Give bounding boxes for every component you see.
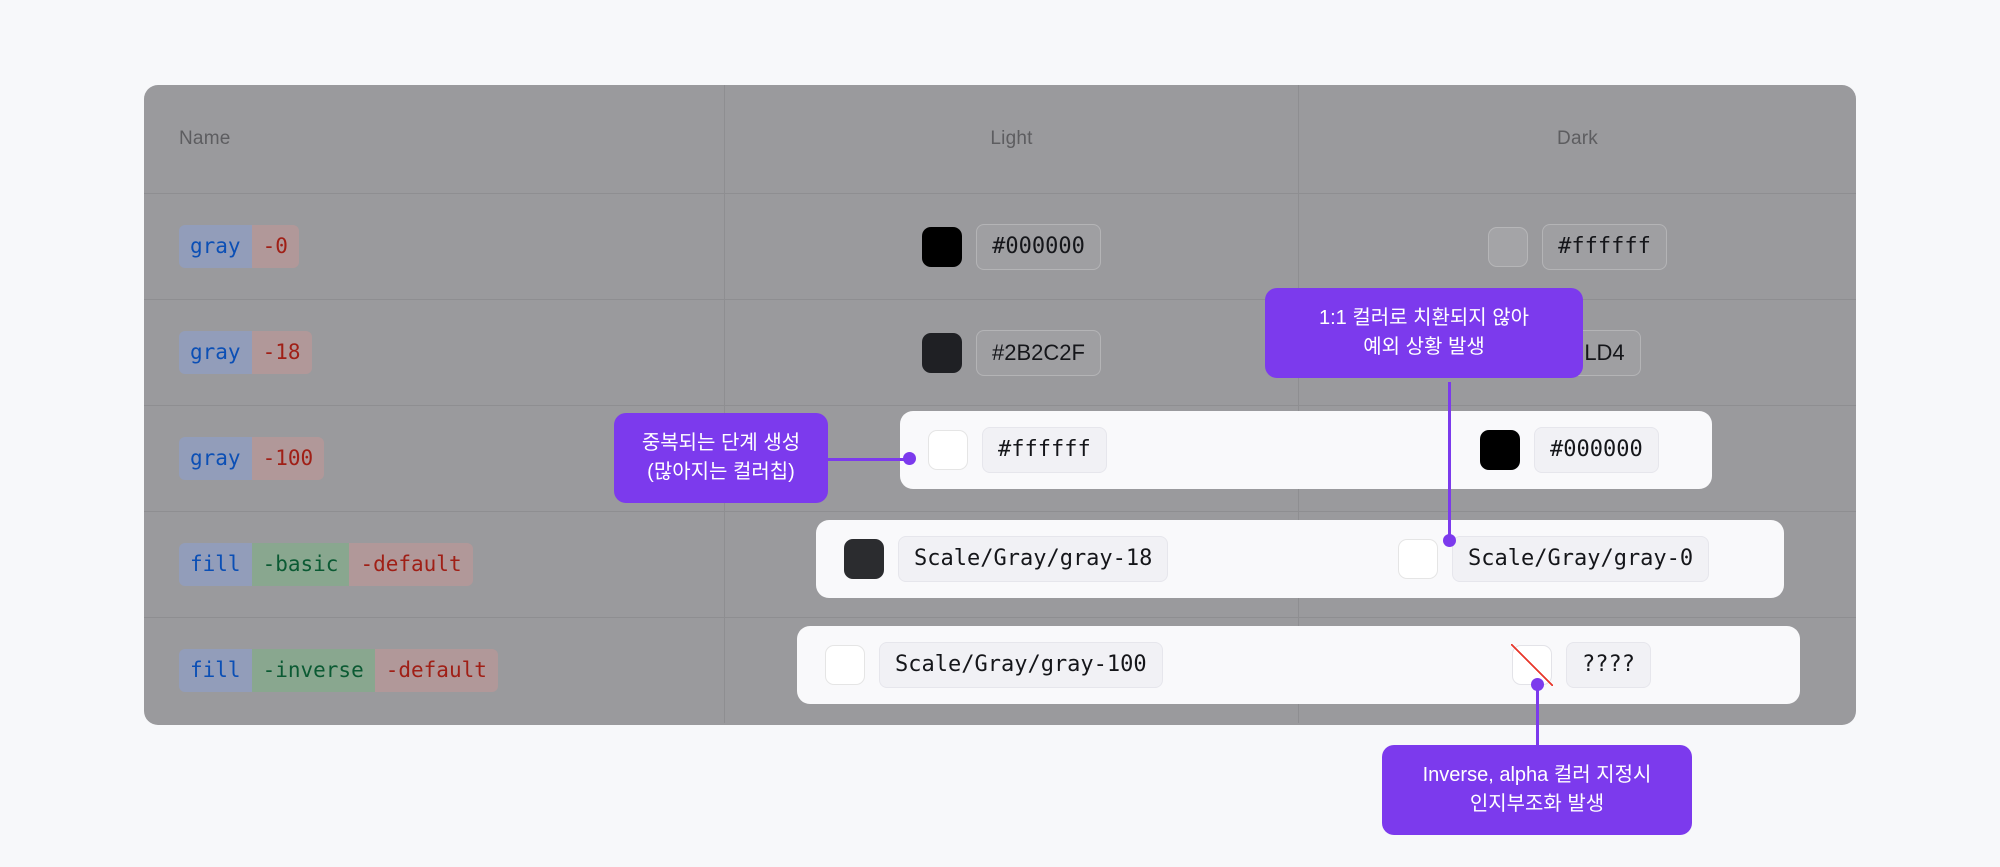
token-chip[interactable]: gray -18	[179, 331, 312, 374]
value-group: #ffffff	[1488, 223, 1667, 270]
annotation-connector-line	[828, 458, 910, 461]
row-name-cell: gray -18	[144, 300, 724, 405]
token-segment-base: fill	[179, 543, 252, 586]
annotation-duplicate-step: 중복되는 단계 생성 (많아지는 컬러칩)	[614, 413, 828, 503]
annotation-inverse-alpha: Inverse, alpha 컬러 지정시 인지부조화 발생	[1382, 745, 1692, 835]
token-segment-end: -default	[374, 649, 498, 692]
row-light-cell	[724, 512, 1298, 617]
color-swatch[interactable]	[1398, 539, 1438, 579]
row-highlight-overlay: Scale/Gray/gray-18 Scale/Gray/gray-0	[816, 520, 1784, 598]
row-name-cell: fill -basic -default	[144, 512, 724, 617]
overlay-light-cell: #ffffff	[900, 411, 1295, 489]
color-swatch[interactable]	[844, 539, 884, 579]
value-group: Scale/Gray/gray-0	[1398, 536, 1710, 582]
value-chip[interactable]: #000000	[1534, 427, 1659, 473]
color-token-table: Name Light Dark gray -0 #000000 #ffffff	[144, 85, 1856, 725]
annotation-connector-dot	[903, 452, 916, 465]
table-row: gray -100	[144, 405, 1856, 511]
token-chip[interactable]: gray -0	[179, 225, 299, 268]
value-chip[interactable]: #2B2C2F	[976, 329, 1101, 376]
value-chip[interactable]: #000000	[976, 223, 1101, 270]
table-row: fill -basic -default	[144, 511, 1856, 617]
value-chip[interactable]: Scale/Gray/gray-0	[1452, 536, 1710, 582]
token-segment-base: gray	[179, 331, 252, 374]
value-group: #2B2C2F	[922, 329, 1101, 376]
token-chip[interactable]: fill -inverse -default	[179, 649, 498, 692]
value-chip[interactable]: Scale/Gray/gray-100	[879, 642, 1163, 688]
token-segment-base: gray	[179, 225, 252, 268]
annotation-connector-line	[1448, 382, 1451, 542]
token-segment-mid: -inverse	[251, 649, 375, 692]
row-light-cell	[724, 618, 1298, 723]
row-highlight-overlay: Scale/Gray/gray-100 ????	[797, 626, 1800, 704]
column-header-light: Light	[990, 128, 1033, 149]
overlay-light-cell: Scale/Gray/gray-18	[816, 520, 1298, 598]
overlay-dark-cell: #000000	[1295, 411, 1712, 489]
overlay-dark-cell: ????	[1302, 626, 1800, 704]
color-swatch[interactable]	[825, 645, 865, 685]
token-segment-end: -100	[251, 437, 325, 480]
token-segment-end: -0	[251, 225, 299, 268]
value-chip[interactable]: #ffffff	[1542, 223, 1667, 270]
row-dark-cell: #ffffff	[1298, 194, 1856, 299]
table-header-row: Name Light Dark	[144, 85, 1856, 193]
token-segment-mid: -basic	[251, 543, 350, 586]
row-light-cell: #000000	[724, 194, 1298, 299]
token-segment-base: fill	[179, 649, 252, 692]
value-group: #ffffff	[928, 427, 1107, 473]
annotation-connector-line	[1536, 684, 1539, 748]
token-segment-end: -default	[349, 543, 473, 586]
table-row: fill -inverse -default	[144, 617, 1856, 723]
color-swatch[interactable]	[1488, 226, 1529, 267]
row-name-cell: gray -0	[144, 194, 724, 299]
value-chip[interactable]: #ffffff	[982, 427, 1107, 473]
row-name-cell: gray -100	[144, 406, 724, 511]
overlay-light-cell: Scale/Gray/gray-100	[797, 626, 1302, 704]
value-group: Scale/Gray/gray-18	[844, 536, 1169, 582]
color-swatch[interactable]	[1480, 430, 1520, 470]
token-segment-base: gray	[179, 437, 252, 480]
color-swatch[interactable]	[922, 332, 963, 373]
header-cell-light: Light	[724, 85, 1298, 193]
column-header-dark: Dark	[1557, 128, 1598, 149]
row-light-cell: #2B2C2F	[724, 300, 1298, 405]
table-row: gray -0 #000000 #ffffff	[144, 193, 1856, 299]
value-chip[interactable]: Scale/Gray/gray-18	[898, 536, 1169, 582]
annotation-connector-dot	[1443, 534, 1456, 547]
color-swatch[interactable]	[922, 226, 963, 267]
header-cell-dark: Dark	[1298, 85, 1856, 193]
overlay-dark-cell: Scale/Gray/gray-0	[1298, 520, 1784, 598]
row-highlight-overlay: #ffffff #000000	[900, 411, 1712, 489]
token-chip[interactable]: gray -100	[179, 437, 325, 480]
row-name-cell: fill -inverse -default	[144, 618, 724, 723]
annotation-connector-dot	[1531, 678, 1544, 691]
header-cell-name: Name	[144, 85, 724, 193]
value-group: #000000	[922, 223, 1101, 270]
table-row: gray -18 #2B2C2F LD4	[144, 299, 1856, 405]
column-header-name: Name	[179, 128, 231, 149]
annotation-dark-exception: 1:1 컬러로 치환되지 않아 예외 상황 발생	[1265, 288, 1583, 378]
color-swatch[interactable]	[928, 430, 968, 470]
token-segment-end: -18	[251, 331, 312, 374]
value-chip[interactable]: ????	[1566, 642, 1651, 688]
token-chip[interactable]: fill -basic -default	[179, 543, 473, 586]
value-group: #000000	[1480, 427, 1659, 473]
value-group: Scale/Gray/gray-100	[825, 642, 1163, 688]
value-group: ????	[1511, 642, 1651, 688]
